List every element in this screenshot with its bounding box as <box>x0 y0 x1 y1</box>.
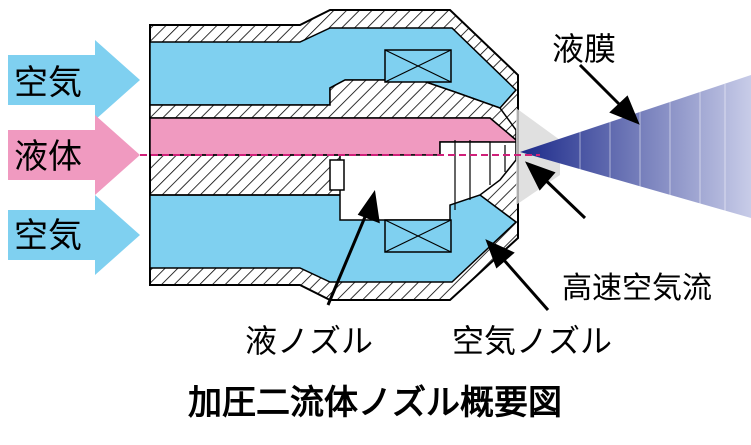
air-inlet-label-top: 空気 <box>14 63 82 103</box>
liquid-film-spray <box>520 75 751 218</box>
air-inlet-label-bottom: 空気 <box>14 216 82 256</box>
spray-bands <box>579 84 726 214</box>
pointer-arrows <box>326 63 640 311</box>
liquid-nozzle-label: 液ノズル <box>245 322 373 360</box>
liquid-film-label: 液膜 <box>552 30 616 68</box>
diagram-caption: 加圧二流体ノズル概要図 <box>188 383 562 423</box>
liquid-nozzle-body <box>150 141 517 221</box>
air-nozzle-label: 空気ノズル <box>452 322 612 360</box>
liquid-inlet-label: 液体 <box>14 137 82 177</box>
high-speed-air-label: 高速空気流 <box>562 271 712 306</box>
swirl-vane-top <box>384 49 452 83</box>
air-inlet-arrow-top <box>8 40 140 120</box>
liquid-nozzle-neck <box>329 159 345 191</box>
liquid-inlet-arrow <box>8 115 140 195</box>
air-inlet-arrow-bottom <box>8 195 140 275</box>
swirl-vane-bottom <box>384 219 452 253</box>
